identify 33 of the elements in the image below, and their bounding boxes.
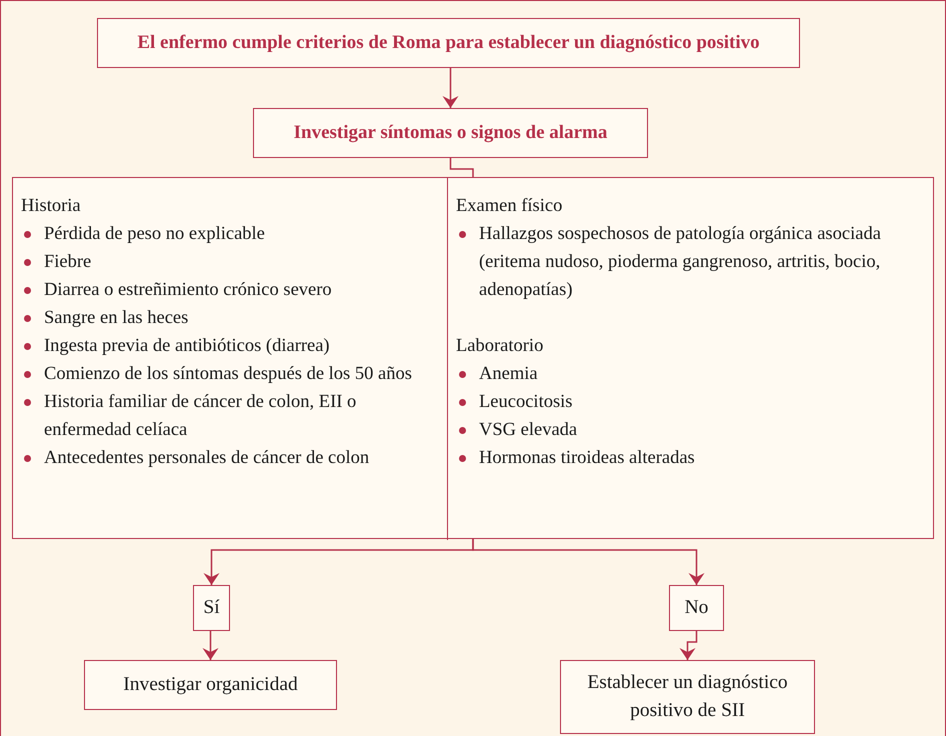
node-text: Investigar síntomas o signos de alarma — [294, 121, 608, 145]
node-text: Establecer un diagnóstico positivo de SII — [586, 671, 789, 723]
list-item: Historia familiar de cáncer de colon, EII o enfermedad celíaca — [44, 392, 356, 440]
list-item: Pérdida de peso no explicable — [44, 224, 265, 244]
list-item: Comienzo de los síntomas después de los 50 años — [44, 364, 412, 384]
connector-arrow — [472, 539, 704, 585]
process-box — [84, 660, 337, 710]
section-heading: Laboratorio — [456, 336, 544, 356]
decision-box — [193, 585, 230, 631]
section-heading: Historia — [21, 196, 81, 216]
process-box — [560, 660, 815, 734]
list-item: Leucocitosis — [479, 392, 573, 412]
list-item: Anemia — [479, 364, 538, 384]
list-item: Ingesta previa de antibióticos (diarrea) — [44, 336, 330, 356]
list-item: Diarrea o estreñimiento crónico severo — [44, 280, 332, 300]
node-text: Sí — [203, 596, 220, 620]
decision-box — [669, 585, 724, 631]
node-text: Investigar organicidad — [123, 673, 298, 697]
panel-box — [12, 177, 934, 539]
connector-arrow — [680, 631, 698, 660]
process-box — [253, 108, 648, 158]
node-text: El enfermo cumple criterios de Roma para establecer un diagnóstico positivo — [137, 31, 760, 55]
connector-arrow — [442, 68, 458, 108]
list-item: Hormonas tiroideas alteradas — [479, 448, 695, 468]
list-item: Antecedentes personales de cáncer de colon — [44, 448, 370, 468]
list-item: Sangre en las heces — [44, 308, 188, 328]
section-heading: Examen físico — [456, 196, 562, 216]
list-item: VSG elevada — [479, 420, 578, 440]
node-text: No — [684, 596, 708, 620]
process-box — [97, 18, 800, 68]
list-item: Hallazgos sospechosos de patología orgánica asociada (eritema nudoso, pioderma gangrenoso, artritis, bocio, adenopatías) — [479, 224, 881, 300]
connector-arrow — [202, 631, 218, 660]
list-item: Fiebre — [44, 252, 92, 272]
